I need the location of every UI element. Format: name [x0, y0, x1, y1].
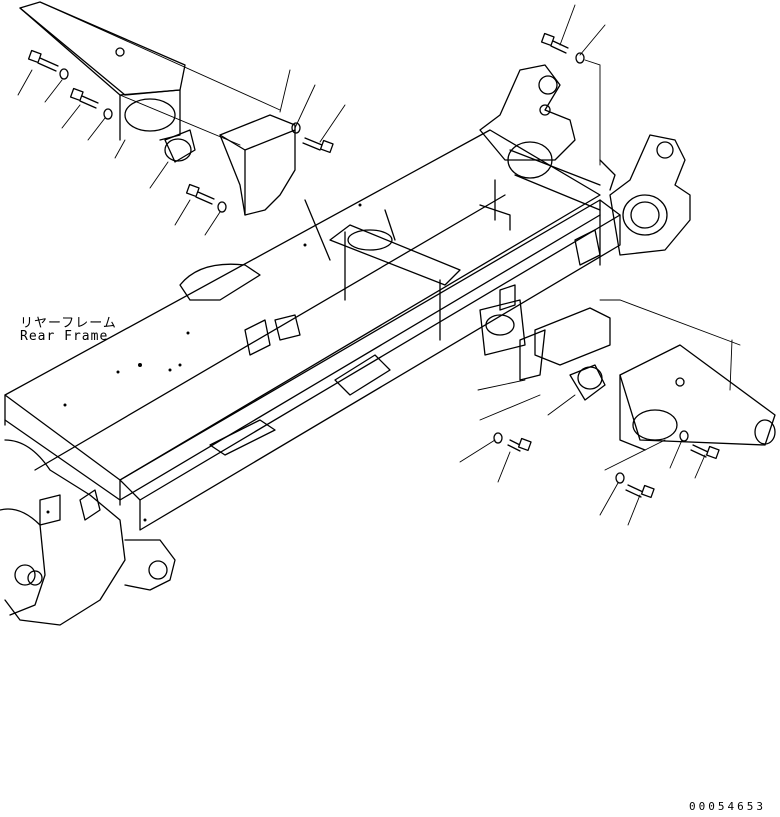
washer-2 [103, 108, 113, 120]
hinge-bracket-upper [479, 64, 601, 231]
assembly-lines [39, 1, 741, 471]
part-label-japanese: リヤーフレーム [20, 316, 117, 331]
washer-7 [679, 430, 689, 442]
support-block-upper [219, 114, 296, 216]
bushing-lower [569, 364, 606, 401]
rail-holes [46, 203, 362, 522]
washer-4 [575, 52, 585, 64]
bolt-2 [69, 87, 99, 109]
washer-6 [493, 432, 503, 444]
washer-1 [59, 68, 69, 80]
mount-bracket-lower-right [619, 344, 776, 451]
washer-5 [291, 122, 301, 134]
leader-lines [17, 4, 733, 526]
drawing-number: 00054653 [689, 800, 766, 813]
hinge-bracket-lower [599, 134, 691, 256]
part-label-english: Rear Frame [20, 329, 109, 344]
washer-8 [615, 472, 625, 484]
mount-bracket-upper-left [19, 1, 186, 141]
bolt-6 [507, 437, 532, 452]
bolt-3 [185, 183, 215, 205]
bolt-5 [302, 137, 334, 154]
bolt-7 [690, 444, 720, 460]
frame-cross-member [304, 199, 461, 341]
washer-3 [217, 201, 227, 213]
bolt-1 [27, 49, 59, 72]
support-block-lower [519, 307, 611, 381]
frame-underside-details [179, 229, 601, 456]
axle-housing [0, 439, 176, 626]
bolt-8 [625, 484, 655, 499]
bushing-upper [164, 129, 196, 163]
bolt-4 [540, 32, 569, 54]
